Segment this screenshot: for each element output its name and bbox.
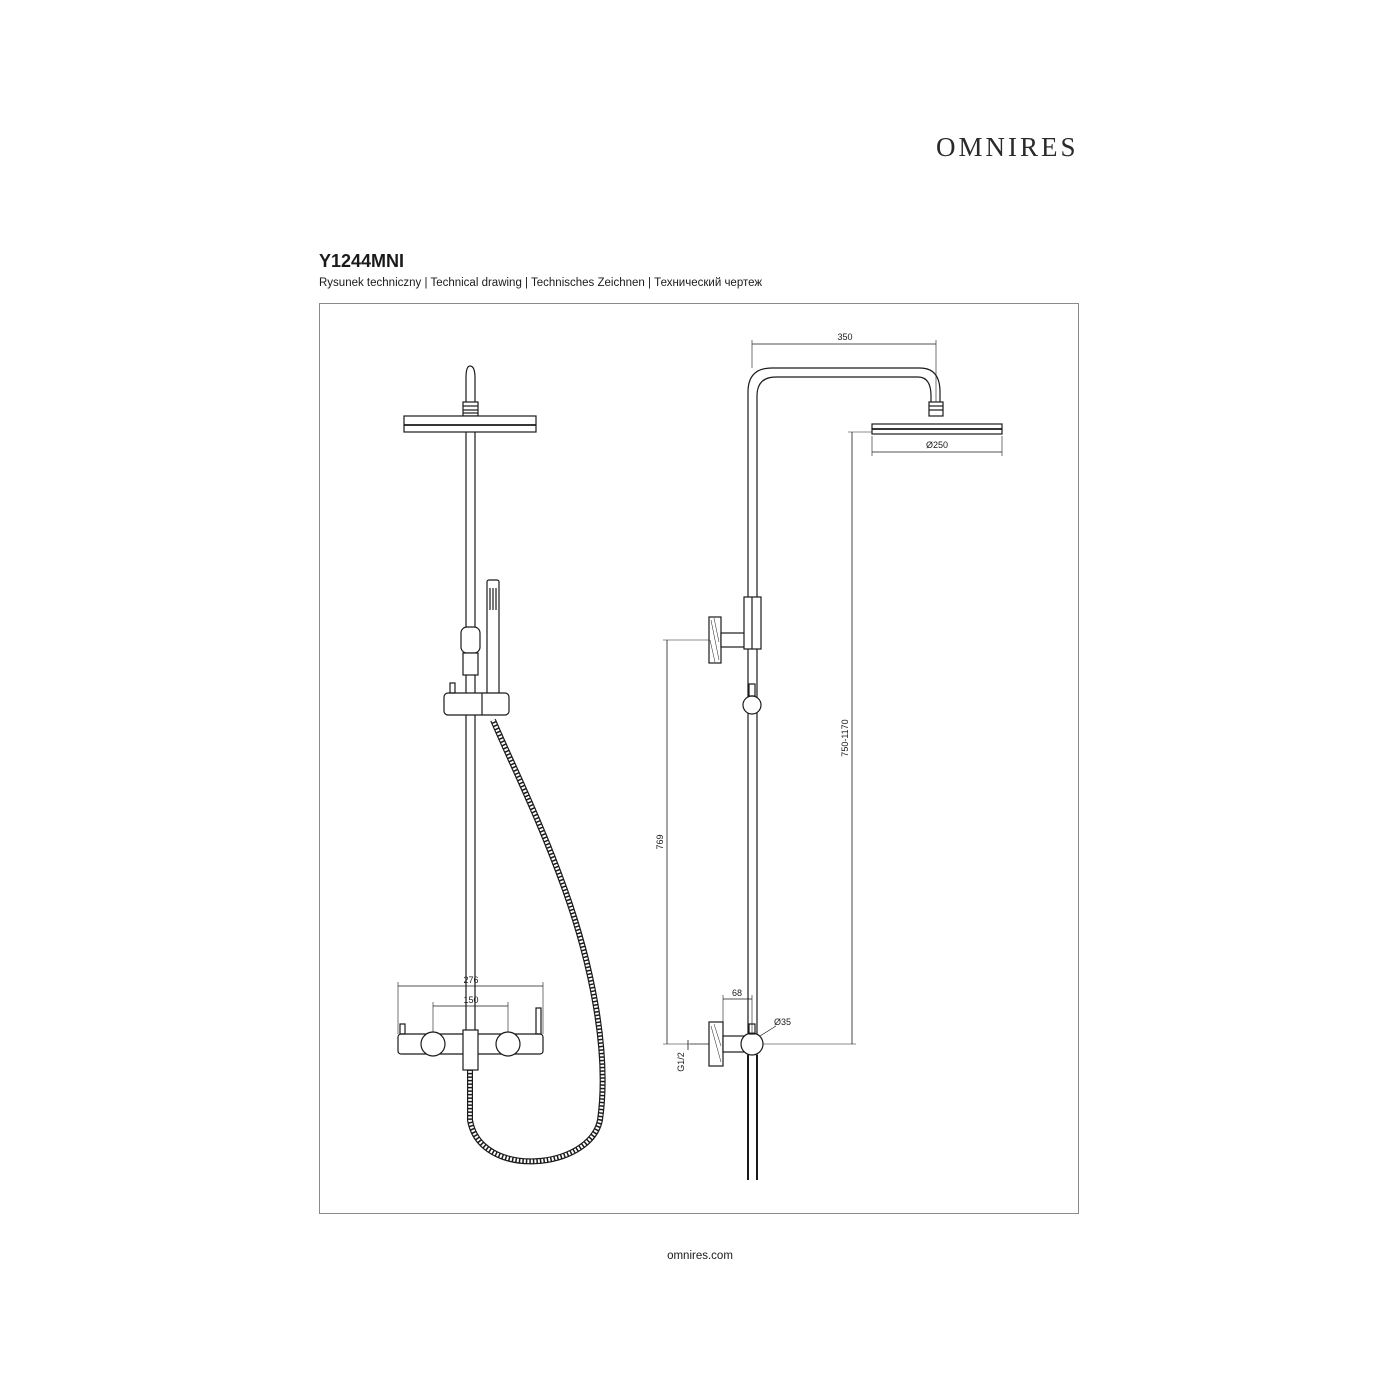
dim-arm-length: 350 bbox=[837, 332, 852, 342]
side-view bbox=[663, 340, 1003, 1180]
dim-head-diameter: Ø250 bbox=[926, 440, 948, 450]
front-view bbox=[397, 365, 606, 1165]
model-number: Y1244MNI bbox=[319, 251, 405, 271]
dim-mixer-width: 276 bbox=[463, 975, 478, 985]
dim-pipe-diameter: Ø35 bbox=[774, 1017, 791, 1027]
dim-mixer-spacing: 150 bbox=[463, 995, 478, 1005]
footer-url: omnires.com bbox=[667, 1250, 733, 1262]
drawing-frame bbox=[319, 303, 1079, 1214]
brand-logo: OMNIRES bbox=[936, 132, 1079, 162]
dim-wall-offset: 68 bbox=[732, 988, 742, 998]
dim-thread: G1/2 bbox=[676, 1052, 686, 1072]
dim-height-range: 750-1170 bbox=[840, 719, 850, 756]
dim-bracket-height: 769 bbox=[655, 834, 665, 849]
drawing-subtitle: Rysunek techniczny | Technical drawing |… bbox=[319, 277, 763, 289]
